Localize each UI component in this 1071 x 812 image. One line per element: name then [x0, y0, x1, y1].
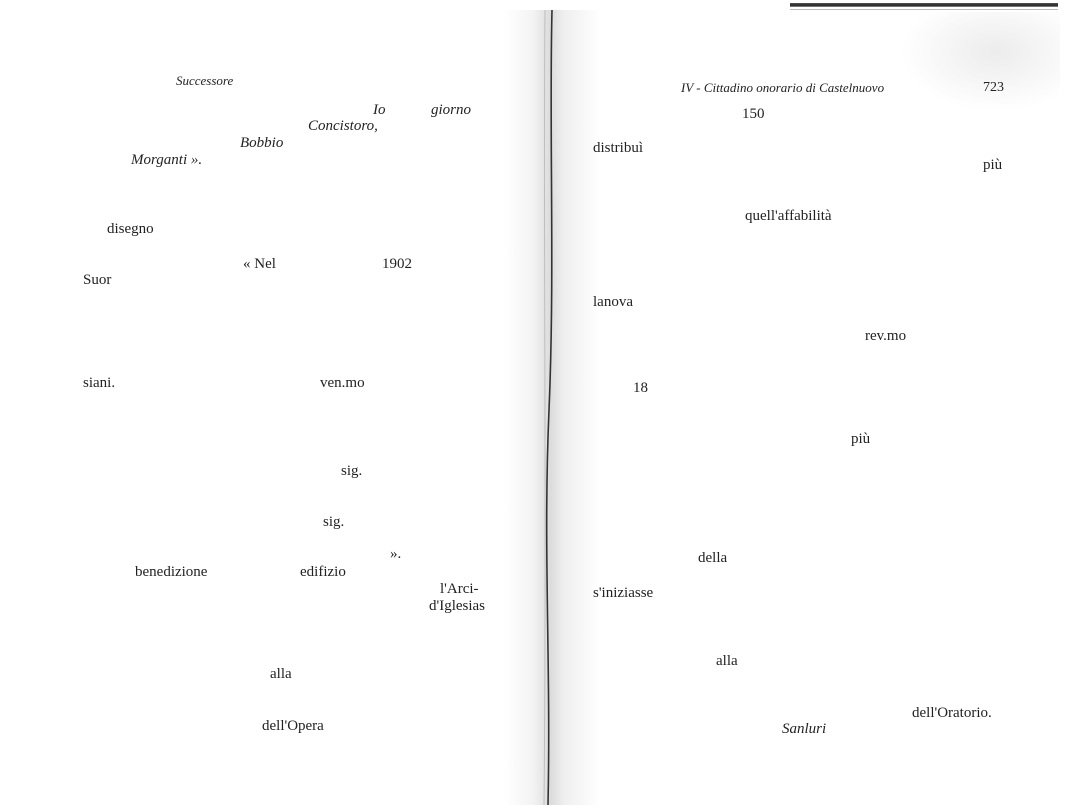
word-affabilita: quell'affabilità — [745, 208, 832, 224]
word-venmo: ven.mo — [320, 375, 365, 391]
word-suor: Suor — [83, 272, 112, 288]
word-concistoro: Concistoro, — [308, 118, 378, 134]
word-siani: siani. — [83, 375, 116, 391]
word-io: Io — [373, 102, 386, 118]
word-alla-right: alla — [716, 653, 738, 669]
page-fold-line — [543, 10, 553, 805]
word-opera: dell'Opera — [262, 718, 324, 734]
top-edge-shadow — [790, 3, 1058, 7]
word-edifizio: edifizio — [300, 564, 346, 580]
word-giorno: giorno — [431, 102, 472, 118]
word-sanluri: Sanluri — [782, 721, 827, 737]
word-piu-1: più — [983, 157, 1003, 173]
word-disegno: disegno — [107, 221, 154, 237]
word-sig-1: sig. — [341, 463, 363, 479]
word-arci: l'Arci- — [440, 581, 479, 597]
word-iniziasse: s'iniziasse — [593, 585, 654, 601]
word-benedizione: benedizione — [135, 564, 208, 580]
word-1902: 1902 — [382, 256, 412, 272]
word-piu-2: più — [851, 431, 871, 447]
page-number: 723 — [983, 80, 1004, 95]
word-sig-2: sig. — [323, 514, 345, 530]
word-revmo: rev.mo — [865, 328, 907, 344]
left-page: Successore Io giorno Concistoro, Bobbio … — [0, 0, 535, 812]
right-page: IV - Cittadino onorario di Castelnuovo 7… — [535, 0, 1071, 812]
word-bobbio: Bobbio — [240, 135, 284, 151]
word-iglesias: d'Iglesias — [429, 598, 486, 614]
word-della: della — [698, 550, 728, 566]
word-150: 150 — [742, 106, 765, 122]
book-gutter-shadow — [505, 10, 600, 805]
word-alla-left: alla — [270, 666, 292, 682]
word-lanova: lanova — [593, 294, 633, 310]
top-edge-line — [790, 9, 1058, 10]
word-close-quote: ». — [390, 546, 402, 562]
word-nel: « Nel — [243, 256, 276, 272]
word-distribui: distribuì — [593, 140, 644, 156]
word-morganti: Morganti ». — [131, 152, 203, 168]
scan-speckle — [900, 12, 1060, 112]
left-running-head: Successore — [176, 73, 234, 88]
word-18: 18 — [633, 380, 648, 396]
right-running-head: IV - Cittadino onorario di Castelnuovo — [681, 80, 885, 95]
word-oratorio: dell'Oratorio. — [912, 705, 992, 721]
